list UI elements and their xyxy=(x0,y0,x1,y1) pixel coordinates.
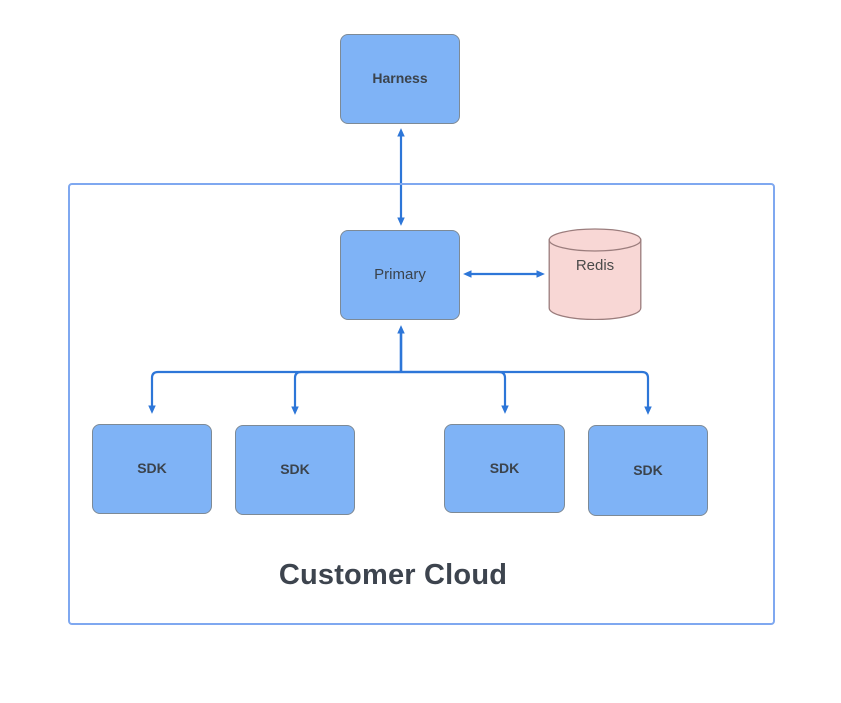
edge-bus-to-sdk-2 xyxy=(291,370,401,415)
node-sdk-1[interactable]: SDK xyxy=(92,424,212,514)
node-primary-label: Primary xyxy=(374,265,426,283)
database-cylinder-icon xyxy=(548,228,642,320)
node-sdk-2[interactable]: SDK xyxy=(235,425,355,515)
node-sdk-1-label: SDK xyxy=(137,460,167,477)
node-primary[interactable]: Primary xyxy=(340,230,460,320)
node-harness[interactable]: Harness xyxy=(340,34,460,124)
customer-cloud-container xyxy=(68,183,775,625)
node-sdk-4[interactable]: SDK xyxy=(588,425,708,516)
node-harness-label: Harness xyxy=(372,70,428,87)
node-redis[interactable] xyxy=(548,228,642,320)
node-sdk-2-label: SDK xyxy=(280,461,310,478)
node-sdk-3-label: SDK xyxy=(489,459,520,476)
edge-bus-to-sdk-4 xyxy=(401,370,652,415)
edge-bus-to-sdk-1 xyxy=(148,370,401,414)
node-sdk-3[interactable]: SDK xyxy=(444,424,565,513)
node-sdk-4-label: SDK xyxy=(633,461,663,478)
